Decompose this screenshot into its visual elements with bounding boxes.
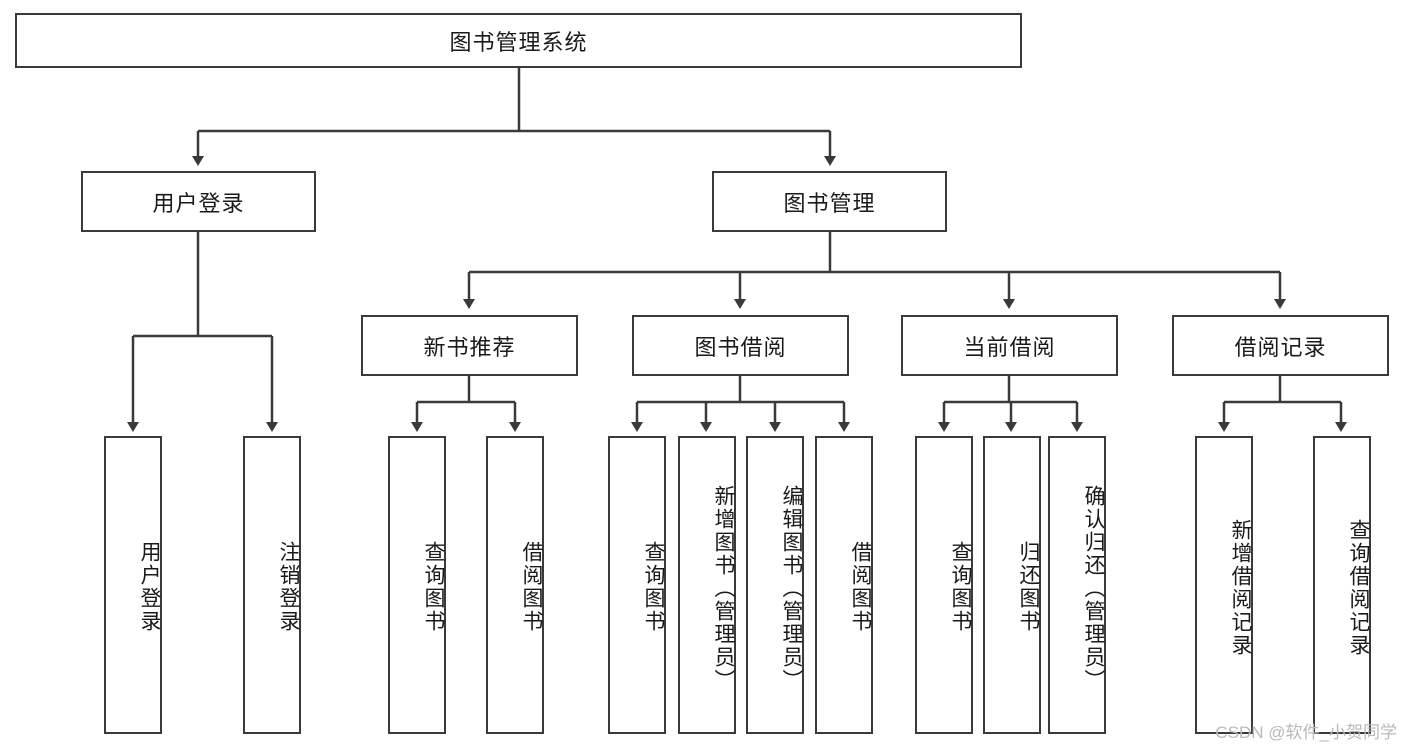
node-leaf-borrow-book-2[interactable]: 借阅图书	[815, 436, 873, 734]
node-user-login-label: 用户登录	[152, 190, 245, 216]
node-leaf-edit-book-label: 编辑图书（管理员）	[780, 484, 803, 692]
node-leaf-user-logout[interactable]: 注销登录	[243, 436, 301, 734]
node-user-login[interactable]: 用户登录	[81, 171, 316, 232]
node-leaf-borrow-book-1[interactable]: 借阅图书	[486, 436, 544, 734]
node-leaf-confirm-return[interactable]: 确认归还（管理员）	[1048, 436, 1106, 734]
node-leaf-user-login-label: 用户登录	[138, 541, 161, 633]
node-book-manage[interactable]: 图书管理	[712, 171, 947, 232]
node-leaf-borrow-book-2-label: 借阅图书	[849, 541, 872, 633]
node-leaf-query-book-3[interactable]: 查询图书	[915, 436, 973, 734]
node-current-borrow[interactable]: 当前借阅	[901, 315, 1118, 376]
node-leaf-query-book-2-label: 查询图书	[642, 541, 665, 633]
node-leaf-return-book[interactable]: 归还图书	[983, 436, 1041, 734]
node-leaf-query-record[interactable]: 查询借阅记录	[1313, 436, 1371, 734]
csdn-watermark: CSDN @软件_小贺同学	[1215, 723, 1397, 742]
node-leaf-add-record-label: 新增借阅记录	[1229, 519, 1252, 657]
node-leaf-user-login[interactable]: 用户登录	[104, 436, 162, 734]
node-root-label: 图书管理系统	[449, 29, 588, 55]
node-leaf-borrow-book-1-label: 借阅图书	[520, 541, 543, 633]
node-root[interactable]: 图书管理系统	[15, 13, 1022, 68]
node-borrow-record[interactable]: 借阅记录	[1172, 315, 1389, 376]
node-new-book-recommend[interactable]: 新书推荐	[361, 315, 578, 376]
node-leaf-edit-book[interactable]: 编辑图书（管理员）	[746, 436, 804, 734]
node-book-borrow[interactable]: 图书借阅	[632, 315, 849, 376]
node-leaf-query-book-2[interactable]: 查询图书	[608, 436, 666, 734]
node-new-book-recommend-label: 新书推荐	[423, 334, 516, 360]
node-leaf-add-record[interactable]: 新增借阅记录	[1195, 436, 1253, 734]
node-leaf-confirm-return-label: 确认归还（管理员）	[1082, 484, 1105, 692]
node-book-borrow-label: 图书借阅	[694, 334, 787, 360]
node-current-borrow-label: 当前借阅	[963, 334, 1056, 360]
node-book-manage-label: 图书管理	[783, 190, 876, 216]
node-leaf-query-record-label: 查询借阅记录	[1347, 519, 1370, 657]
node-leaf-query-book-1[interactable]: 查询图书	[388, 436, 446, 734]
node-leaf-add-book[interactable]: 新增图书（管理员）	[678, 436, 736, 734]
node-leaf-add-book-label: 新增图书（管理员）	[712, 484, 735, 692]
node-leaf-query-book-3-label: 查询图书	[949, 541, 972, 633]
node-leaf-query-book-1-label: 查询图书	[422, 541, 445, 633]
node-leaf-user-logout-label: 注销登录	[277, 541, 300, 633]
node-borrow-record-label: 借阅记录	[1234, 334, 1327, 360]
node-leaf-return-book-label: 归还图书	[1017, 541, 1040, 633]
